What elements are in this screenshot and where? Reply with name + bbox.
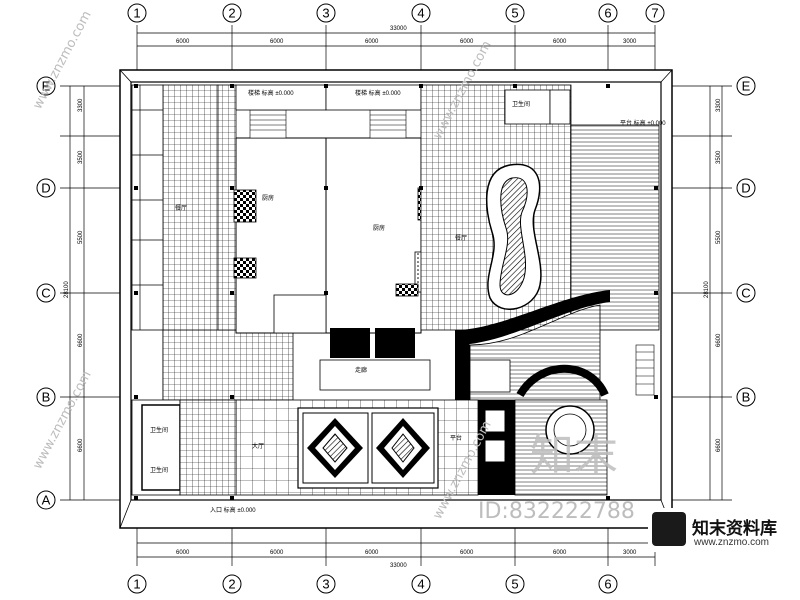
svg-text:6600: 6600 [716,333,722,347]
svg-text:2: 2 [228,577,235,592]
column-axis-top: 1 2 3 4 5 6 7 [127,3,665,23]
svg-text:A: A [42,493,51,508]
svg-text:6600: 6600 [716,438,722,452]
dimension-labels: 33000 6000 6000 6000 6000 6000 3000 6000… [64,26,722,569]
svg-text:5500: 5500 [78,230,84,244]
svg-text:餐厅: 餐厅 [175,204,187,212]
svg-text:E: E [42,79,51,94]
svg-text:餐厅: 餐厅 [455,234,467,242]
svg-text:卫生间: 卫生间 [512,100,530,108]
left-room-tiles [131,84,164,331]
mid-left-tiles [162,329,294,401]
svg-text:28100: 28100 [704,281,710,298]
svg-text:6000: 6000 [270,39,284,45]
svg-text:D: D [41,181,50,196]
svg-text:4: 4 [417,577,424,592]
left-booths [132,85,163,330]
svg-text:6000: 6000 [460,39,474,45]
brand-site: www.znzmo.com [694,537,770,548]
svg-text:B: B [742,390,751,405]
svg-text:7: 7 [651,6,658,21]
svg-text:4: 4 [417,6,424,21]
svg-text:大厅: 大厅 [252,442,264,450]
svg-text:走廊: 走廊 [355,366,367,374]
watermark-brand-box: 知末资料库 www.znzmo.com [648,508,796,552]
svg-text:3000: 3000 [623,39,637,45]
svg-text:6: 6 [604,577,611,592]
svg-text:D: D [741,181,750,196]
svg-text:厨房: 厨房 [373,224,385,232]
svg-text:6000: 6000 [176,39,190,45]
watermark-id: ID:832222788 [478,499,635,524]
row-axis-left: E D C B A [36,76,56,510]
brand-name: 知末资料库 [692,519,777,539]
left-dimensions [60,85,120,501]
stair-right [369,109,407,139]
svg-text:3500: 3500 [716,150,722,164]
column-axis-bottom: 1 2 3 4 5 6 [127,574,618,594]
svg-text:2: 2 [228,6,235,21]
svg-text:1: 1 [133,577,140,592]
right-dimensions [672,85,732,501]
svg-text:C: C [741,286,750,301]
svg-text:3500: 3500 [78,150,84,164]
svg-text:3: 3 [322,6,329,21]
svg-text:www.znzmo.com: www.znzmo.com [430,39,494,142]
svg-text:5: 5 [511,577,518,592]
svg-text:6600: 6600 [78,438,84,452]
svg-text:楼梯 标高 ±0.000: 楼梯 标高 ±0.000 [248,89,294,97]
svg-text:平台 标高 ±0.000: 平台 标高 ±0.000 [620,119,666,127]
top-dimensions [136,25,656,70]
svg-text:www.znzmo.com: www.znzmo.com [30,9,94,112]
svg-text:平台: 平台 [450,434,462,442]
svg-text:6000: 6000 [553,550,567,556]
svg-text:1: 1 [133,6,140,21]
svg-text:6000: 6000 [365,39,379,45]
svg-text:6600: 6600 [78,333,84,347]
svg-text:C: C [41,286,50,301]
svg-text:楼梯 标高 ±0.000: 楼梯 标高 ±0.000 [355,89,401,97]
carpet-right [371,412,435,484]
svg-text:卫生间: 卫生间 [150,426,168,434]
svg-text:6: 6 [604,6,611,21]
watermark-logo: 知末 [530,430,618,481]
brand-logo-icon [652,512,686,546]
structural-columns [134,84,658,500]
watermark: www.znzmo.com www.znzmo.com www.znzmo.co… [30,9,635,524]
svg-text:5: 5 [511,6,518,21]
svg-text:33000: 33000 [390,563,407,569]
svg-text:33000: 33000 [390,26,407,32]
svg-text:6000: 6000 [176,550,190,556]
svg-text:www.znzmo.com: www.znzmo.com [30,369,94,472]
svg-text:6000: 6000 [270,550,284,556]
svg-text:3300: 3300 [78,98,84,112]
svg-text:E: E [742,79,751,94]
svg-text:入口 标高 ±0.000: 入口 标高 ±0.000 [210,506,256,514]
svg-text:6000: 6000 [553,39,567,45]
svg-text:28100: 28100 [64,281,70,298]
svg-text:卫生间: 卫生间 [150,466,168,474]
room-labels: 厨房 厨房 卫生间 卫生间 卫生间 大厅 走廊 餐厅 餐厅 平台 楼梯 标高 ±… [150,89,666,514]
svg-text:B: B [42,390,51,405]
carpet-left [302,412,369,484]
svg-text:3000: 3000 [623,550,637,556]
svg-text:6000: 6000 [365,550,379,556]
svg-text:3: 3 [322,577,329,592]
svg-text:5500: 5500 [716,230,722,244]
svg-text:厨房: 厨房 [262,194,274,202]
row-axis-right: E D C B [736,76,756,407]
svg-text:3300: 3300 [716,98,722,112]
svg-text:6000: 6000 [460,550,474,556]
